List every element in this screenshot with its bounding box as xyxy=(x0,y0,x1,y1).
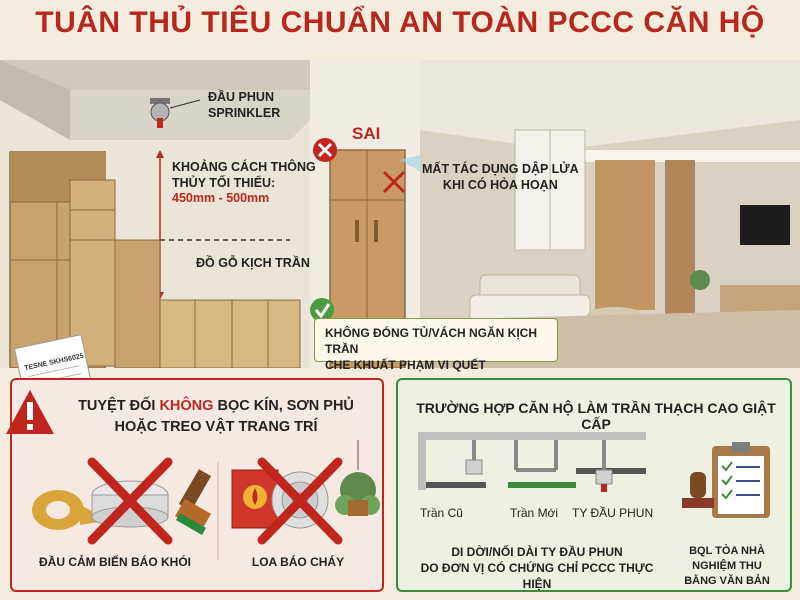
gypsum-title: TRƯỜNG HỢP CĂN HỘ LÀM TRẦN THẠCH CAO GIẬ… xyxy=(416,400,776,432)
wood-label: ĐỒ GỖ KỊCH TRẦN xyxy=(196,256,310,270)
new-ceiling-label: Trần Mới xyxy=(510,506,559,520)
effect-line1: MẤT TÁC DỤNG DẬP LỬA xyxy=(422,162,579,176)
hanging-plant-icon xyxy=(335,440,380,516)
page-title: TUÂN THỦ TIÊU CHUẨN AN TOÀN PCCC CĂN HỘ xyxy=(35,6,765,39)
sprinkler-label: ĐẦU PHUN SPRINKLER xyxy=(208,90,280,121)
apartment-scene: ĐẦU PHUN SPRINKLER KHOẢNG CÁCH THÔNG THỦ… xyxy=(0,60,800,368)
alarm-speaker-label: LOA BÁO CHÁY xyxy=(251,555,345,569)
correct-practice-box: KHÔNG ĐÓNG TỦ/VÁCH NGĂN KỊCH TRẦN CHE KH… xyxy=(314,318,558,372)
prohibited-title-suffix: BỌC KÍN, SƠN PHỦ xyxy=(213,398,354,414)
clearance-line2: THỦY TỐI THIỂU: xyxy=(172,175,276,190)
clearance-line1: KHOẢNG CÁCH THÔNG xyxy=(172,160,316,174)
sprinkler-label-line2: SPRINKLER xyxy=(208,105,281,120)
correct-line2: CHE KHUẤT PHẠM VI QUẾT xyxy=(325,358,486,373)
ceiling-diagram xyxy=(418,432,646,492)
correct-line1: KHÔNG ĐÓNG TỦ/VÁCH NGĂN KỊCH TRẦN xyxy=(325,326,537,357)
prohibited-x-icon xyxy=(87,457,173,545)
effect-line2: KHI CÓ HỎA HOẠN xyxy=(442,177,558,192)
clearance-value: 450mm - 500mm xyxy=(172,191,270,206)
prohibited-title-line2: HOẶC TREO VẬT TRANG TRÍ xyxy=(114,419,318,436)
acceptance-note: BQL TÒA NHÀ NGHIỆM THU BẰNG VĂN BẢN xyxy=(666,544,788,589)
prohibited-title-keyword: KHÔNG xyxy=(159,398,214,414)
fire-alarm-icon xyxy=(231,469,279,529)
stamp-icon xyxy=(682,472,714,508)
relocate-line1: DI DỜI/NỐI DÀI TY ĐẦU PHUN xyxy=(451,545,623,559)
paint-brush-icon xyxy=(175,469,212,535)
acceptance-line2: BẰNG VĂN BẢN xyxy=(684,574,770,587)
prohibited-title: TUYỆT ĐỐI KHÔNG BỌC KÍN, SƠN PHỦ HOẶC TR… xyxy=(60,396,372,438)
ty-label: TY ĐẦU PHUN xyxy=(572,506,654,520)
relocate-note: DI DỜI/NỐI DÀI TY ĐẦU PHUN DO ĐƠN VỊ CÓ … xyxy=(412,544,662,593)
clipboard-icon xyxy=(712,442,770,518)
acceptance-line1: BQL TÒA NHÀ NGHIỆM THU xyxy=(689,545,765,572)
prohibited-title-prefix: TUYỆT ĐỐI xyxy=(78,398,160,414)
sprinkler-label-line1: ĐẦU PHUN xyxy=(208,90,274,104)
scene-illustration xyxy=(0,60,800,368)
clearance-label: KHOẢNG CÁCH THÔNG THỦY TỐI THIỂU: 450mm … xyxy=(172,160,316,207)
smoke-sensor-label: ĐẦU CẢM BIẾN BÁO KHÓI xyxy=(39,555,191,569)
old-ceiling-label: Trần Cũ xyxy=(420,506,463,520)
prohibited-x-icon-2 xyxy=(257,457,343,545)
relocate-line2: DO ĐƠN VỊ CÓ CHỨNG CHỈ PCCC THỰC HIỆN xyxy=(420,561,654,592)
wrong-label: SAI xyxy=(352,124,381,143)
warning-icon xyxy=(6,390,54,434)
effect-label: MẤT TÁC DỤNG DẬP LỬA KHI CÓ HỎA HOẠN xyxy=(422,162,579,193)
